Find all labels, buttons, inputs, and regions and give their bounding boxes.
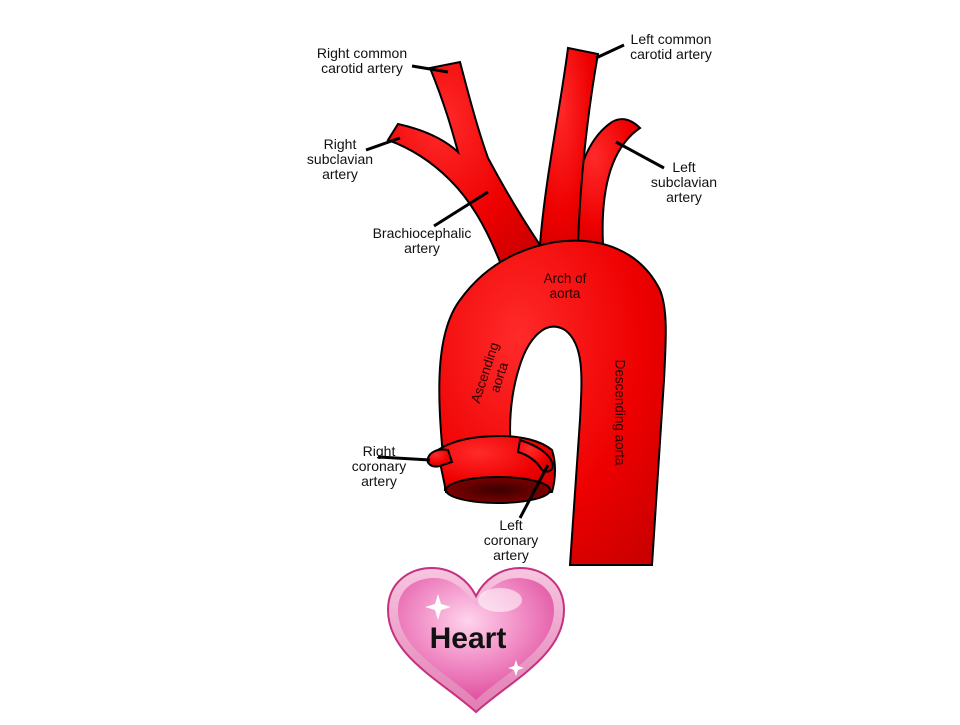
sparkle-icon: [425, 594, 451, 620]
right-coronary-artery-vessel: [426, 448, 454, 468]
left-common-carotid-artery: [538, 46, 600, 246]
label-left-coronary: Left coronary artery: [483, 517, 539, 563]
heart-label: Heart: [429, 622, 507, 655]
heart-badge[interactable]: [386, 566, 566, 714]
left-coronary-artery-vessel: [516, 438, 554, 473]
label-descending-aorta: Descending aorta: [612, 359, 628, 466]
label-brachiocephalic: Brachiocephalic artery: [372, 225, 472, 256]
label-left-common-carotid: Left common carotid artery: [630, 31, 712, 62]
leader-lines: [365, 43, 665, 519]
label-left-subclavian: Left subclavian artery: [650, 159, 718, 205]
label-right-common-carotid: Right common carotid artery: [316, 45, 408, 76]
label-right-subclavian: Right subclavian artery: [306, 136, 374, 182]
label-right-coronary: Right coronary artery: [351, 443, 407, 489]
brachiocephalic-artery: [386, 60, 542, 264]
sparkle-small-icon: [508, 660, 524, 676]
heart-shine: [478, 588, 522, 612]
aortic-opening: [445, 476, 551, 504]
label-arch-of-aorta: Arch of aorta: [543, 271, 587, 301]
